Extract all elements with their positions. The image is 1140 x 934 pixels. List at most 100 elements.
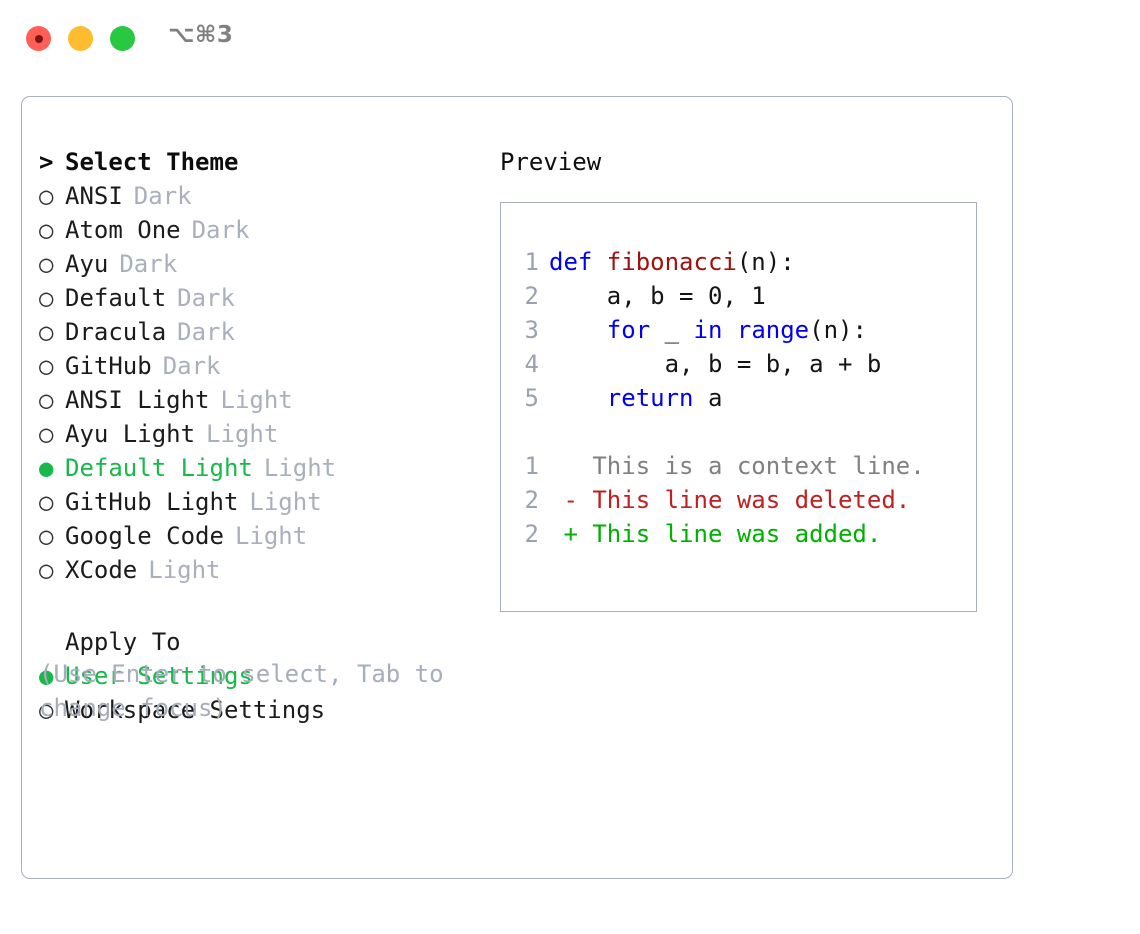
theme-option-category: Dark [177, 318, 235, 346]
apply-to-heading-label: Apply To [65, 628, 181, 656]
theme-option[interactable]: ○ ANSI Light Light [39, 383, 489, 417]
radio-unselected-icon: ○ [39, 488, 54, 516]
radio-unselected-icon: ○ [39, 420, 54, 448]
theme-option-label: Dracula [65, 318, 167, 346]
line-number: 4 [524, 350, 539, 378]
theme-option-label: XCode [65, 556, 138, 584]
focus-caret-icon: > [39, 148, 54, 176]
theme-option-label: Atom One [65, 216, 181, 244]
select-theme-heading-label: Select Theme [65, 148, 239, 176]
apply-to-option-label: Workspace Settings [65, 696, 326, 724]
spacer-icon: . [39, 625, 65, 659]
code-token: (n): [736, 248, 795, 276]
line-number: 2 [524, 520, 539, 548]
code-token: for [606, 316, 651, 344]
keyboard-hint: (Use Enter to select, Tab to change focu… [39, 660, 444, 722]
theme-option-category: Dark [119, 250, 178, 278]
code-line: 1 def fibonacci(n): [515, 245, 925, 279]
diff-line-text: This is a context line. [549, 452, 925, 480]
diff-line-text: - This line was deleted. [549, 486, 911, 514]
code-blank-line [515, 415, 925, 449]
radio-selected-icon: ● [39, 662, 54, 690]
title-bar: ⌥⌘3 [0, 0, 1140, 78]
line-number: 5 [524, 384, 539, 412]
theme-option-category: Light [234, 522, 308, 550]
close-button[interactable] [26, 26, 51, 51]
code-token: def [549, 248, 607, 276]
radio-unselected-icon: ○ [39, 216, 54, 244]
theme-option-label: ANSI [65, 182, 123, 210]
code-token: a [693, 384, 723, 412]
theme-option-category: Light [148, 556, 221, 584]
theme-option[interactable]: ○ XCode Light [39, 553, 489, 587]
theme-option-category: Dark [133, 182, 192, 210]
code-token: a, b = 0, 1 [549, 282, 766, 310]
theme-option-label: GitHub Light [65, 488, 239, 516]
theme-option[interactable]: ○ GitHub Light Light [39, 485, 489, 519]
apply-to-option[interactable]: ○Workspace Settings [39, 693, 489, 727]
preview-title: Preview [500, 148, 602, 176]
theme-option-category: Light [206, 420, 279, 448]
line-number: 1 [524, 452, 539, 480]
radio-unselected-icon: ○ [39, 182, 54, 210]
window-controls [26, 26, 135, 51]
preview-column: Preview [500, 145, 1000, 179]
theme-option[interactable]: ○ Ayu Dark [39, 247, 489, 281]
line-number: 2 [524, 486, 539, 514]
apply-to-list: ●User Settings○Workspace Settings [39, 659, 489, 727]
code-token: _ [650, 316, 694, 344]
code-token [549, 384, 607, 412]
theme-option[interactable]: ● Default Light Light [39, 451, 489, 485]
minimize-button[interactable] [68, 26, 93, 51]
theme-option-category: Light [263, 454, 337, 482]
theme-option[interactable]: ○ Ayu Light Light [39, 417, 489, 451]
apply-to-option[interactable]: ●User Settings [39, 659, 489, 693]
code-token [549, 316, 607, 344]
theme-option-category: Light [249, 488, 322, 516]
theme-option-category: Light [220, 386, 293, 414]
diff-line: 1 This is a context line. [515, 449, 925, 483]
diff-line: 2 + This line was added. [515, 517, 925, 551]
keyboard-shortcut-label: ⌥⌘3 [168, 22, 234, 48]
maximize-button[interactable] [110, 26, 135, 51]
line-number: 3 [524, 316, 539, 344]
radio-selected-icon: ● [39, 454, 54, 482]
radio-unselected-icon: ○ [39, 556, 54, 584]
code-token: fibonacci [606, 248, 737, 276]
theme-option-label: Default Light [65, 454, 253, 482]
code-token: (n): [809, 316, 867, 344]
diff-line: 2 - This line was deleted. [515, 483, 925, 517]
apply-to-heading: .Apply To [39, 625, 489, 659]
theme-option-label: Ayu [65, 250, 109, 278]
section-spacer [39, 587, 489, 625]
code-token: a, b = b, a + b [549, 350, 882, 378]
theme-option[interactable]: ○ Default Dark [39, 281, 489, 315]
radio-unselected-icon: ○ [39, 386, 54, 414]
code-line: 4 a, b = b, a + b [515, 347, 925, 381]
code-line: 3 for _ in range(n): [515, 313, 925, 347]
theme-option[interactable]: ○ Atom One Dark [39, 213, 489, 247]
radio-unselected-icon: ○ [39, 250, 54, 278]
theme-option[interactable]: ○ ANSI Dark [39, 179, 489, 213]
theme-option-category: Dark [191, 216, 250, 244]
theme-option-label: ANSI Light [65, 386, 210, 414]
radio-unselected-icon: ○ [39, 522, 54, 550]
theme-option-label: Ayu Light [65, 420, 196, 448]
code-token [722, 316, 736, 344]
theme-option[interactable]: ○ Google Code Light [39, 519, 489, 553]
theme-option-label: GitHub [65, 352, 152, 380]
theme-option-label: Default [65, 284, 167, 312]
theme-option-category: Dark [177, 284, 235, 312]
theme-option-label: Google Code [65, 522, 224, 550]
select-theme-heading: > Select Theme [39, 145, 489, 179]
line-number: 1 [524, 248, 539, 276]
radio-unselected-icon: ○ [39, 284, 54, 312]
code-token: return [606, 384, 694, 412]
